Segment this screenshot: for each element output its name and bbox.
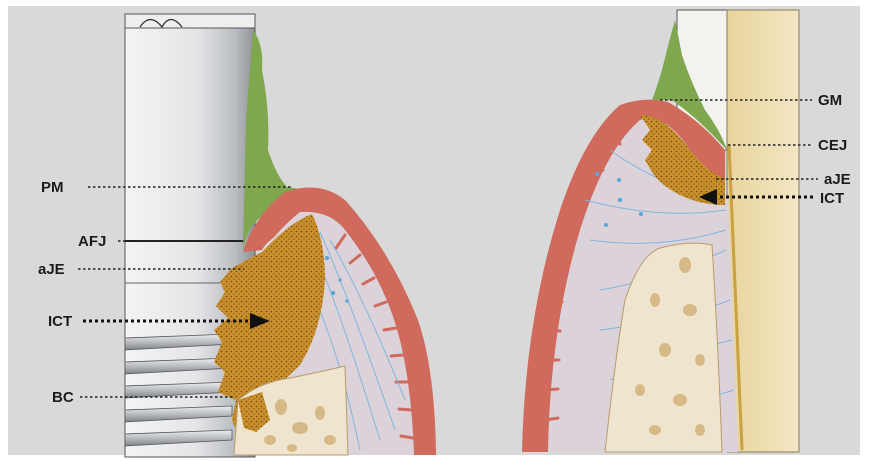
label-pm: PM [41, 179, 64, 196]
label-cej: CEJ [818, 137, 847, 154]
label-aje-left: aJE [38, 261, 65, 278]
label-afj: AFJ [78, 233, 106, 250]
label-gm: GM [818, 92, 842, 109]
label-ict-right: ICT [820, 190, 844, 207]
label-aje-right: aJE [824, 171, 851, 188]
label-bc: BC [52, 389, 74, 406]
implant-top [125, 14, 255, 28]
label-ict-left: ICT [48, 313, 72, 330]
